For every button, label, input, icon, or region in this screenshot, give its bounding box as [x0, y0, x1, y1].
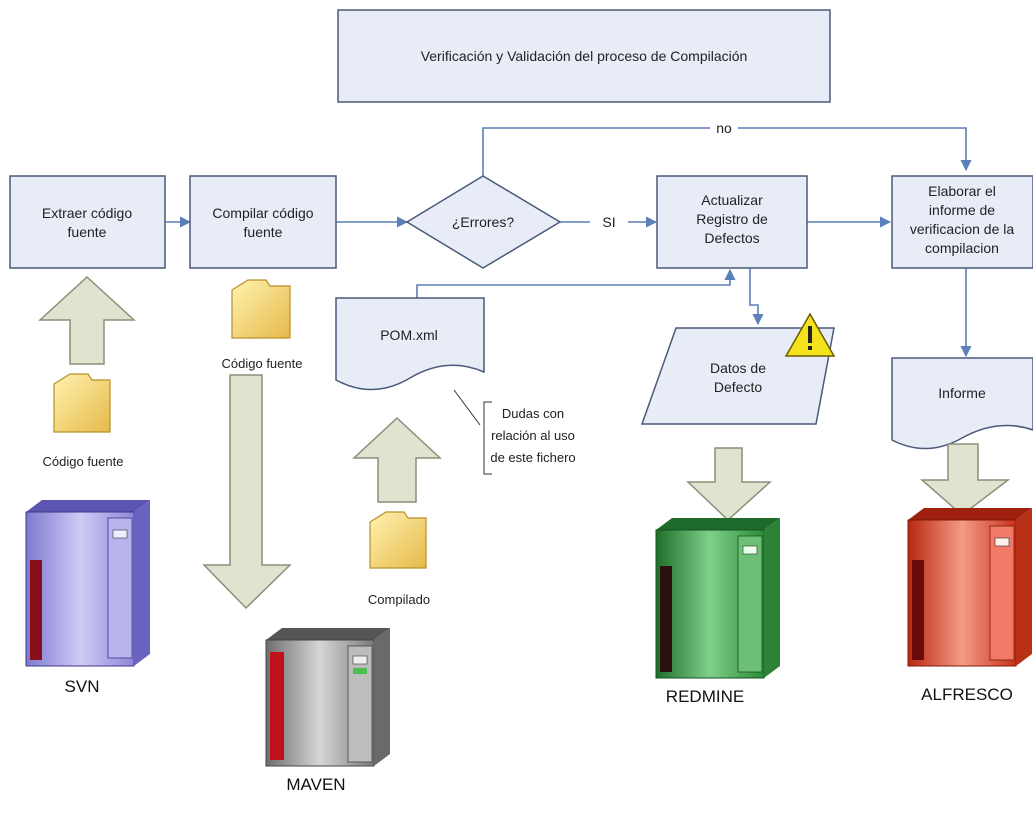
step-report-line2: informe de — [929, 202, 995, 218]
server-label-svn: SVN — [65, 677, 100, 696]
arrow-update-to-data — [749, 268, 764, 326]
block-arrows — [38, 275, 1011, 610]
step-compile-line1: Compilar código — [212, 205, 313, 221]
data-defect-line1: Datos de — [710, 360, 766, 376]
step-report: Elaborar el informe de verificacion de l… — [891, 175, 1033, 269]
server-label-redmine: REDMINE — [666, 687, 744, 706]
step-update-line1: Actualizar — [701, 192, 763, 208]
connectors — [165, 127, 972, 358]
diagram-title: Verificación y Validación del proceso de… — [421, 48, 748, 64]
document-informe: Informe — [891, 357, 1033, 450]
step-report-line3: verificacion de la — [910, 221, 1014, 237]
annotation-note: Dudas con relación al uso de este ficher… — [453, 389, 576, 475]
step-update-line2: Registro de — [696, 211, 768, 227]
step-extract-line2: fuente — [68, 224, 107, 240]
folder-label-middle: Código fuente — [222, 356, 303, 371]
document-pom: POM.xml — [335, 297, 485, 391]
step-report-line1: Elaborar el — [928, 183, 996, 199]
server-maven-icon — [265, 628, 390, 767]
folder-icon — [53, 373, 111, 433]
step-update-line3: Defectos — [704, 230, 759, 246]
warning-icon — [784, 312, 836, 357]
data-defect-line2: Defecto — [714, 379, 762, 395]
yes-label: SI — [602, 214, 615, 230]
step-extract-line1: Extraer código — [42, 205, 132, 221]
up-arrow-left — [38, 275, 136, 365]
arrow-decision-no-a — [482, 127, 710, 176]
data-defect: Datos de Defecto — [640, 327, 835, 425]
step-compile-line2: fuente — [244, 224, 283, 240]
decision-label: ¿Errores? — [452, 214, 514, 230]
step-extract: Extraer código fuente — [9, 175, 166, 269]
server-label-alfresco: ALFRESCO — [921, 685, 1013, 704]
server-alfresco-icon — [907, 508, 1032, 667]
folder-icon — [231, 279, 291, 339]
arrow-decision-no-b — [738, 127, 972, 172]
up-arrow-compiled — [352, 416, 442, 503]
pom-label: POM.xml — [380, 327, 438, 343]
folder-icon — [369, 511, 427, 569]
down-arrow-redmine — [686, 447, 772, 522]
decision-errors: ¿Errores? — [405, 175, 562, 269]
note-line1: Dudas con — [502, 406, 564, 421]
step-update-defects: Actualizar Registro de Defectos — [656, 175, 808, 269]
down-arrow-maven — [202, 374, 292, 610]
step-compile: Compilar código fuente — [189, 175, 337, 269]
informe-label: Informe — [938, 385, 986, 401]
server-label-maven: MAVEN — [286, 775, 345, 794]
folder-label-left: Código fuente — [43, 454, 124, 469]
no-label: no — [716, 120, 732, 136]
down-arrow-alfresco — [920, 443, 1011, 516]
step-report-line4: compilacion — [925, 240, 999, 256]
server-svn-icon — [25, 500, 150, 667]
folder-label-compiled: Compilado — [368, 592, 430, 607]
note-line2: relación al uso — [491, 428, 575, 443]
server-redmine-icon — [655, 518, 780, 679]
title-box: Verificación y Validación del proceso de… — [337, 9, 831, 103]
note-line3: de este fichero — [490, 450, 575, 465]
